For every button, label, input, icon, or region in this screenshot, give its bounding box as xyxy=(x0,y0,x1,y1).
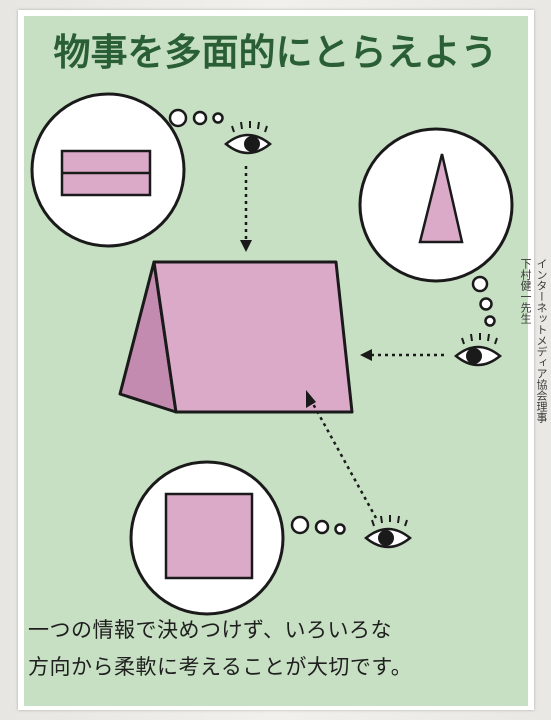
eye-icon-front xyxy=(364,515,412,549)
tent-object xyxy=(118,260,354,414)
thought-bubble-front-view xyxy=(129,460,346,616)
credit-name: 下村健一先生 xyxy=(519,258,532,324)
poster-title: 物事を多面的にとらえよう xyxy=(53,31,498,74)
eye-icon-side xyxy=(454,333,502,367)
arrow-head-up-left xyxy=(306,390,316,408)
arrow-head-down xyxy=(240,240,252,252)
arrow-head-left xyxy=(360,349,372,361)
credit-affiliation: インターネットメディア協会理事 xyxy=(535,258,548,423)
thought-bubble-side-view xyxy=(358,127,514,327)
thought-bubble-top-view xyxy=(30,92,224,248)
poster-caption: 一つの情報で決めつけず、いろいろな 方向から柔軟に考えることが大切です。 xyxy=(28,612,498,686)
caption-line-2: 方向から柔軟に考えることが大切です。 xyxy=(28,655,413,679)
side-credit: インターネットメディア協会理事 下村健一先生 xyxy=(519,258,549,423)
eye-icon-top xyxy=(224,121,272,155)
caption-line-1: 一つの情報で決めつけず、いろいろな xyxy=(28,618,393,642)
sight-line-front xyxy=(310,401,378,519)
